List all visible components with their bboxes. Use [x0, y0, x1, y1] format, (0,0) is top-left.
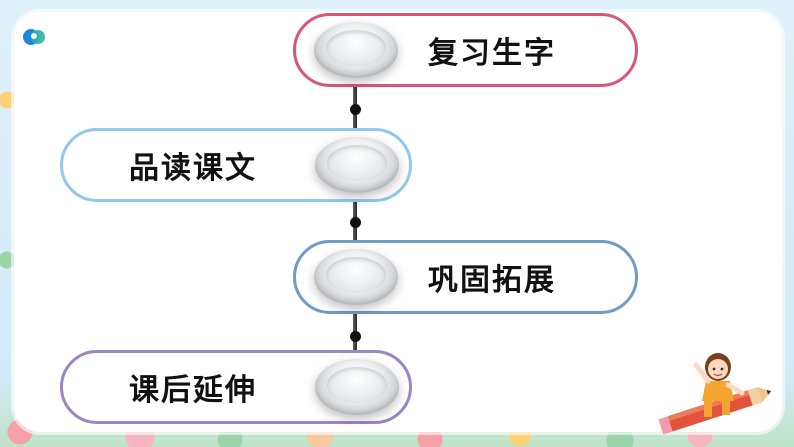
- brand-logo-icon: [23, 29, 45, 45]
- menu-item-label: 巩固拓展: [428, 263, 556, 298]
- menu-item-consolidate-expand[interactable]: 巩固拓展: [293, 240, 638, 314]
- side-decoration: [0, 60, 14, 390]
- disc-icon: [315, 137, 399, 193]
- timeline-line: [353, 70, 357, 352]
- menu-item-review-characters[interactable]: 复习生字: [293, 13, 638, 87]
- girl-on-pencil-illustration: [658, 353, 772, 435]
- disc-icon: [314, 22, 398, 78]
- menu-item-label: 品读课文: [129, 151, 257, 186]
- timeline-dot: [349, 217, 361, 228]
- menu-item-after-class[interactable]: 课后延伸: [60, 350, 412, 424]
- disc-icon: [314, 249, 398, 305]
- menu-item-label: 课后延伸: [129, 373, 257, 408]
- disc-icon: [315, 359, 399, 415]
- timeline-dot: [349, 104, 361, 115]
- menu-item-label: 复习生字: [428, 36, 556, 71]
- timeline-dot: [349, 331, 361, 342]
- menu-item-read-text[interactable]: 品读课文: [60, 128, 412, 202]
